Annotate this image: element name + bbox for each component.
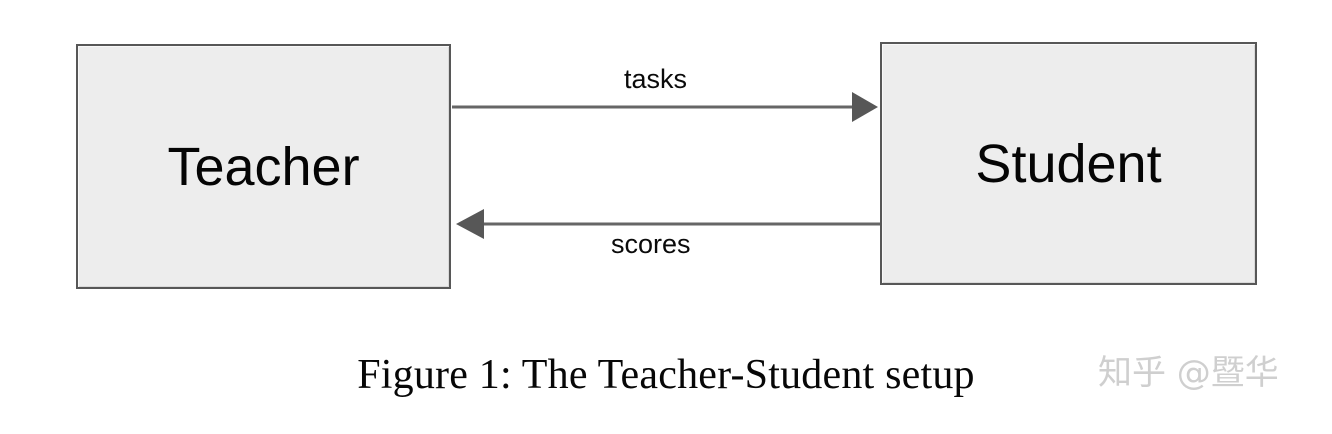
node-student[interactable]: Student <box>880 42 1257 285</box>
node-teacher-label: Teacher <box>167 136 360 197</box>
watermark: 知乎 @暨华 <box>1098 353 1279 393</box>
node-teacher[interactable]: Teacher <box>76 44 451 289</box>
edge-label-scores: scores <box>611 229 691 259</box>
edge-tasks-arrowhead-icon <box>852 92 878 122</box>
edge-label-tasks: tasks <box>624 64 688 94</box>
figure-caption: Figure 1: The Teacher-Student setup <box>357 352 975 398</box>
edge-scores-arrowhead-icon <box>456 209 484 239</box>
edge-tasks <box>452 92 878 122</box>
node-student-label: Student <box>975 133 1162 194</box>
